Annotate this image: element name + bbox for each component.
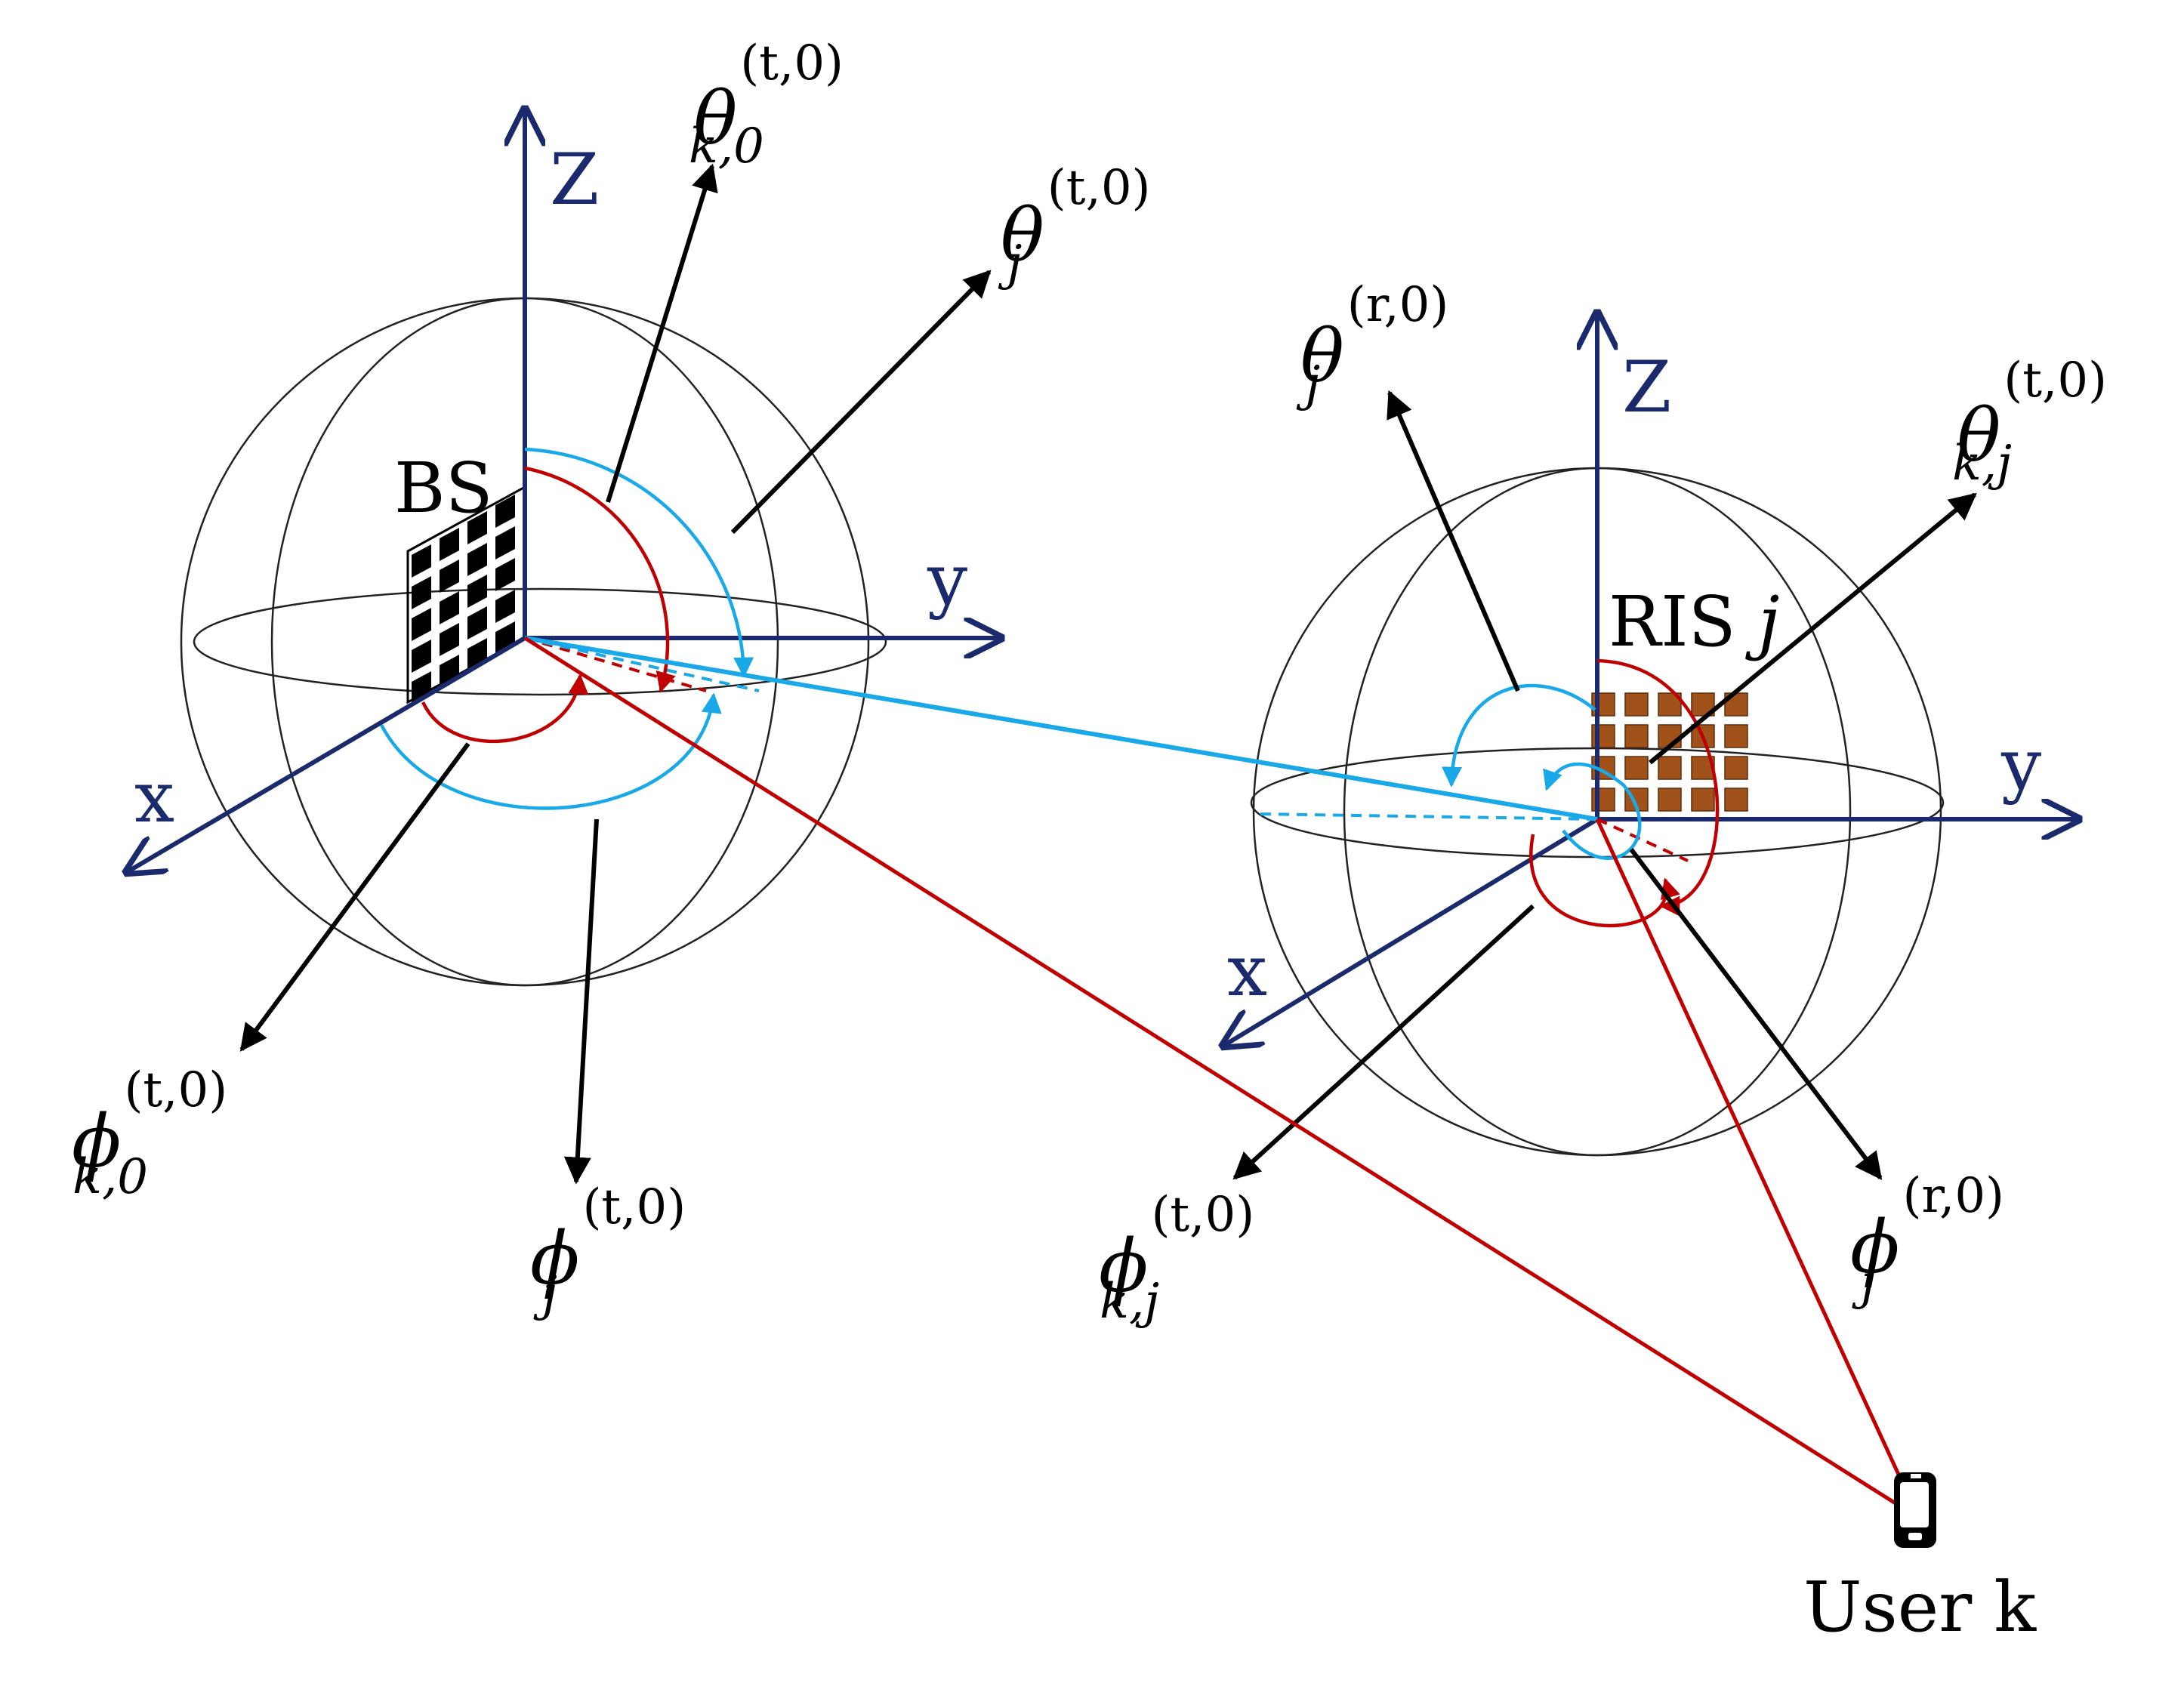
ris-index: j [1745, 581, 1780, 662]
bs-phi-k0-arrow [239, 742, 470, 1052]
bs-theta-k0-arc [524, 466, 676, 693]
user-label: User k [1803, 1567, 2037, 1648]
bs-antenna-element [495, 495, 515, 528]
ris-theta-r-label: θ(r,0)j [1296, 277, 1448, 412]
bs-theta-j-label: θ(t,0)j [998, 160, 1151, 291]
ris-x-axis [1223, 817, 1599, 1046]
ris-element [1691, 692, 1715, 717]
bs-x-axis [127, 636, 526, 872]
bs-theta-k0-arrow [606, 163, 718, 503]
ris-red-projection [1596, 818, 1689, 862]
ris-y-label: y [2000, 724, 2041, 806]
bs-user-link [523, 636, 1920, 1520]
bs-antenna-element [412, 608, 431, 641]
ris-blue-projection [1257, 812, 1598, 821]
bs-antenna-element [440, 591, 459, 624]
bs-antenna-element [495, 558, 515, 591]
ris-phi-kj-arc [1529, 834, 1680, 928]
ris-theta-kj-arrow [1649, 492, 1977, 765]
ris-element [1724, 724, 1748, 748]
bs-ris-link [524, 636, 1598, 821]
bs-antenna-element [467, 575, 487, 608]
ris-element [1691, 788, 1715, 812]
bs-phi-k0-label: ϕ(t,0)k,0 [72, 1062, 227, 1205]
bs-antenna-element [467, 606, 487, 640]
bs-antenna-element [412, 544, 431, 578]
ris-user-link [1595, 818, 1919, 1516]
ris-theta-r-arc [1442, 684, 1596, 788]
bs-label: BS [394, 448, 493, 529]
ris-group: Z y x RIS j θ(r,0)j θ(t,0)k,j ϕ(t,0)k,j … [1099, 277, 2107, 1330]
ris-theta-r-arrow [1387, 390, 1520, 692]
ris-name: RIS [1609, 581, 1736, 662]
ris-element [1624, 692, 1649, 717]
bs-antenna-element [440, 623, 459, 656]
ris-element [1658, 788, 1682, 812]
ris-label: RIS j [1609, 581, 1779, 662]
bs-antenna-element [440, 528, 459, 561]
bs-theta-k0-label: θ(t,0)k,0 [689, 35, 844, 174]
ris-element [1724, 756, 1748, 780]
bs-antenna-element [412, 640, 431, 673]
ris-theta-kj-label: θ(t,0)k,j [1952, 353, 2107, 492]
bs-theta-j-arc [524, 447, 754, 678]
ris-phi-kj-label: ϕ(t,0)k,j [1099, 1187, 1254, 1330]
ris-phi-r-arrow [1629, 848, 1883, 1180]
ris-theta-kj-arc [1596, 658, 1720, 917]
ris-element [1724, 788, 1748, 812]
bs-antenna-element [412, 576, 431, 609]
bs-x-label: x [134, 757, 174, 839]
bs-antenna-element [495, 526, 515, 559]
bs-y-label: y [927, 539, 967, 621]
mobile-phone-icon [1894, 1472, 1936, 1548]
bs-antenna-element [467, 511, 487, 544]
bs-theta-j-arrow [730, 270, 992, 535]
ris-phi-kj-arrow [1232, 904, 1535, 1180]
bs-phi-k0-arc [421, 674, 589, 744]
bs-phi-j-label: ϕ(t,0)j [530, 1179, 686, 1322]
bs-phi-j-arrow [563, 818, 599, 1185]
bs-antenna-element [495, 590, 515, 623]
ris-z-label: Z [1622, 347, 1671, 429]
ris-phi-r-label: ϕ(r,0)j [1850, 1168, 2004, 1311]
bs-group: Z y x BS θ(t,0)k,0 θ(t,0)j ϕ(t,0)k,0 ϕ(t… [72, 35, 1151, 1322]
bs-z-label: Z [550, 139, 599, 221]
bs-red-projection [524, 637, 707, 692]
bs-antenna-element [467, 543, 487, 576]
ris-phi-r-arc [1543, 762, 1642, 860]
bs-sphere-equator [193, 587, 887, 696]
bs-antenna-element [440, 559, 459, 593]
ris-element [1624, 756, 1649, 780]
ris-element [1624, 724, 1649, 748]
ris-x-label: x [1227, 930, 1267, 1013]
ris-element [1658, 756, 1682, 780]
